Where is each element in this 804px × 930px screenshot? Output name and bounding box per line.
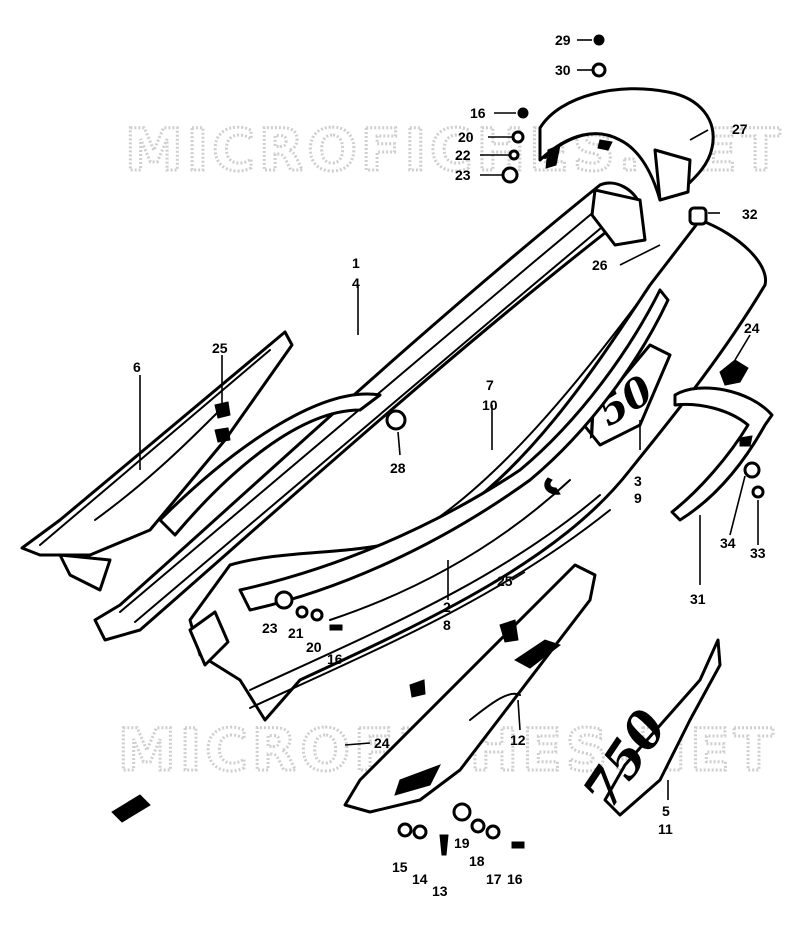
part-side-panel-left [20,330,294,592]
leader-lines [139,39,759,800]
small-hardware [274,34,765,856]
part-small-clip [111,794,151,823]
part-lower-rail [238,288,670,621]
label-31: 31 [690,591,706,607]
label-32: 32 [742,206,758,222]
label-27: 27 [732,121,748,137]
label-16-bottom: 16 [507,871,523,887]
label-3: 3 [634,473,642,489]
label-7: 7 [486,377,494,393]
label-22: 22 [455,147,471,163]
label-13: 13 [432,883,448,899]
label-6: 6 [133,359,141,375]
part-side-panel-lower [343,563,597,814]
part-tail-cowl [538,87,715,202]
label-23-top: 23 [455,167,471,183]
label-24-right: 24 [744,320,760,336]
part-frame-cover-left [93,181,647,642]
label-23-lower: 23 [262,620,278,636]
label-29: 29 [555,32,571,48]
label-21: 21 [288,625,304,641]
label-16-top: 16 [470,105,486,121]
label-26: 26 [592,257,608,273]
label-15: 15 [392,859,408,875]
label-17: 17 [486,871,502,887]
label-20-lower: 20 [306,639,322,655]
label-28: 28 [390,460,406,476]
part-tail-piece [670,359,774,522]
label-34: 34 [720,535,736,551]
label-1: 1 [352,255,360,271]
label-16-mid: 16 [327,651,343,667]
label-12: 12 [510,732,526,748]
label-24-lower: 24 [374,735,390,751]
label-4: 4 [352,275,360,291]
label-14: 14 [412,871,428,887]
label-33: 33 [750,545,766,561]
label-11: 11 [658,821,673,837]
label-9: 9 [634,490,642,506]
label-18: 18 [469,853,485,869]
label-5: 5 [662,803,670,819]
label-8: 8 [443,617,451,633]
part-number-labels: 29 30 27 16 20 22 23 32 26 1 4 6 25 28 7… [133,32,766,899]
label-19: 19 [454,835,470,851]
label-30: 30 [555,62,571,78]
label-10: 10 [482,397,498,413]
label-25-left: 25 [212,340,228,356]
label-20-top: 20 [458,129,474,145]
label-25-lower: 25 [497,573,513,589]
label-2: 2 [443,599,451,615]
